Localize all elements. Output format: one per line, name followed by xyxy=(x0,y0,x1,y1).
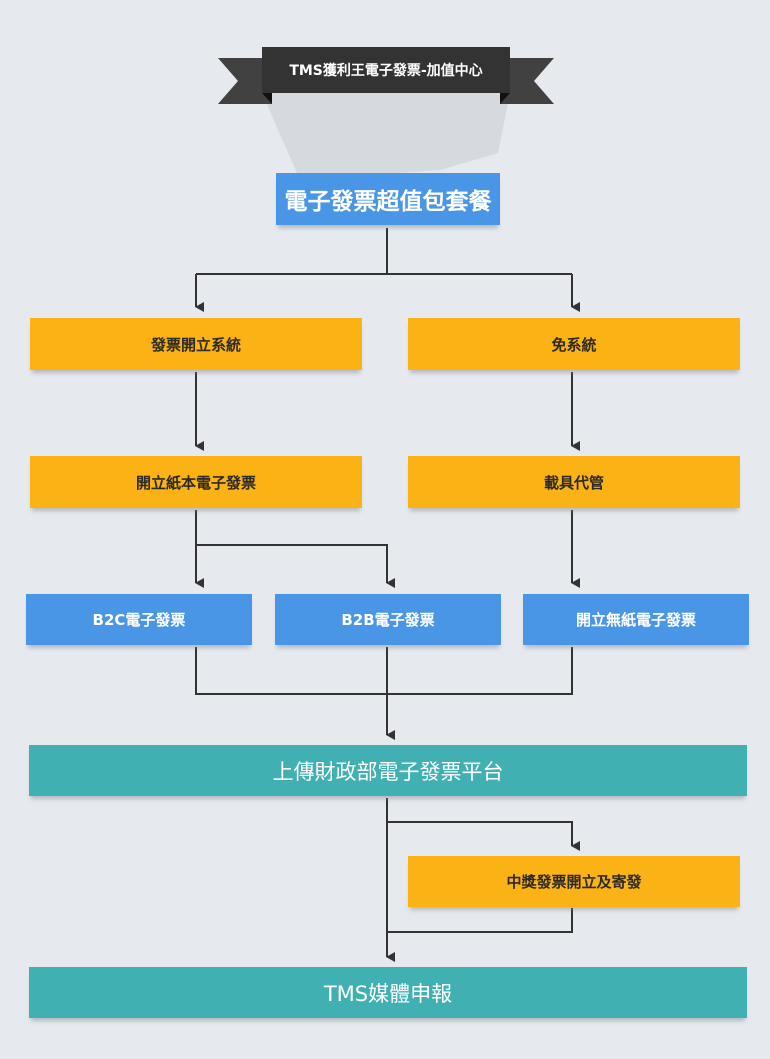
arrow-to-b2b xyxy=(196,544,395,588)
paperless-box: 開立無紙電子發票 xyxy=(523,594,749,645)
banner-title: TMS獲利王電子發票-加值中心 xyxy=(289,63,483,79)
b2b-box: B2B電子發票 xyxy=(275,594,501,645)
branch-left-box: 發票開立系統 xyxy=(30,318,362,370)
banner-ribbon xyxy=(218,47,554,180)
prize-box: 中獎發票開立及寄發 xyxy=(408,856,740,907)
connector-merge xyxy=(195,647,573,695)
b2c-box: B2C電子發票 xyxy=(26,594,252,645)
arrow-to-prize xyxy=(387,821,580,851)
connector-prize-return xyxy=(387,908,573,933)
final-box: TMS媒體申報 xyxy=(29,967,747,1018)
root-box: 電子發票超值包套餐 xyxy=(276,173,500,225)
right-step-box: 載具代管 xyxy=(408,456,740,508)
upload-box: 上傳財政部電子發票平台 xyxy=(29,745,747,796)
branch-right-box: 免系統 xyxy=(408,318,740,370)
left-step-box: 開立紙本電子發票 xyxy=(30,456,362,508)
